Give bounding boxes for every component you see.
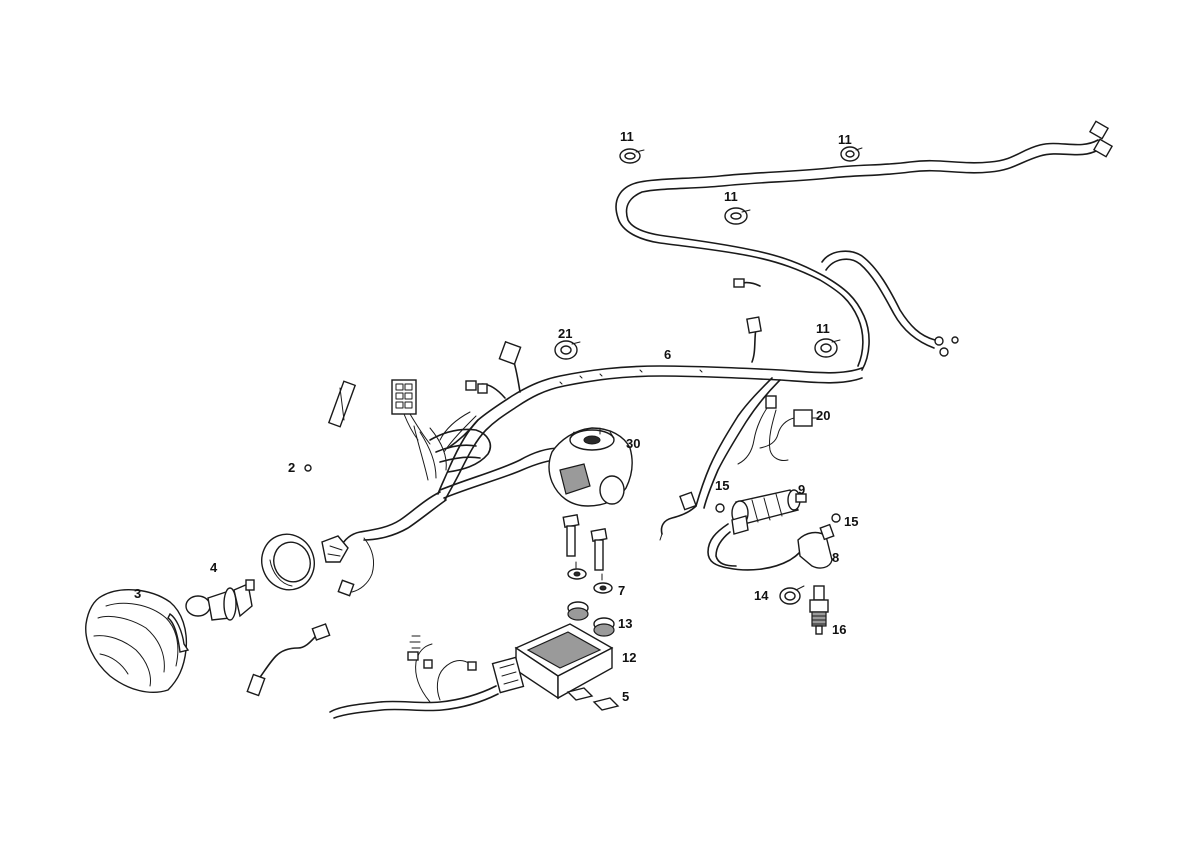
callout-13: 13 (618, 616, 632, 631)
callout-labels: 2 3 4 5 6 7 8 9 11 11 11 11 12 13 14 15 … (134, 129, 858, 704)
callout-5: 5 (622, 689, 629, 704)
position-light-socket (246, 623, 331, 697)
callout-2: 2 (288, 460, 295, 475)
handlebar-switch (548, 427, 633, 507)
callout-11-right: 11 (816, 321, 830, 336)
cdi-brackets-5 (566, 687, 620, 711)
callout-15-right: 15 (844, 514, 858, 529)
lower-wiring-harness (329, 635, 499, 719)
callout-11-top-right: 11 (838, 132, 852, 147)
screws-15 (715, 503, 841, 523)
callout-14: 14 (754, 588, 769, 603)
callout-16: 16 (832, 622, 846, 637)
main-wiring-harness (321, 120, 1114, 597)
cable-tie-21 (554, 340, 581, 360)
ignition-coil (707, 489, 811, 571)
headlight-bulb-ring (261, 533, 315, 591)
callout-8: 8 (832, 550, 839, 565)
rubber-washers (567, 561, 613, 594)
mounting-bolts (562, 514, 608, 571)
hose-clamp-14 (779, 585, 805, 605)
callout-7: 7 (618, 583, 625, 598)
fuse-holder-20 (759, 409, 819, 449)
callout-20: 20 (816, 408, 830, 423)
rubber-grommets-13 (567, 601, 615, 637)
headlight-bulb (185, 579, 255, 621)
callout-12: 12 (622, 650, 636, 665)
spark-plug-cap (797, 523, 835, 569)
wire-clip-part (327, 380, 357, 428)
callout-30: 30 (626, 436, 640, 451)
cable-tie-11-middle (724, 207, 751, 225)
callout-6: 6 (664, 347, 671, 362)
spark-plug (809, 585, 829, 635)
callout-3: 3 (134, 586, 141, 601)
cdi-unit (491, 623, 614, 700)
callout-11-middle: 11 (724, 189, 738, 204)
headlight-assembly (85, 589, 190, 693)
ignition-coil-wiring (659, 395, 789, 541)
callout-9: 9 (798, 482, 805, 497)
callout-15-left: 15 (715, 478, 729, 493)
callout-4: 4 (210, 560, 218, 575)
cable-tie-11-right (814, 338, 841, 358)
callout-21: 21 (558, 326, 572, 341)
small-screw-part-2 (304, 464, 312, 472)
callout-11-top-left: 11 (620, 129, 634, 144)
cable-tie-11-top-right (840, 146, 863, 162)
cable-tie-11-top-left (619, 148, 645, 164)
